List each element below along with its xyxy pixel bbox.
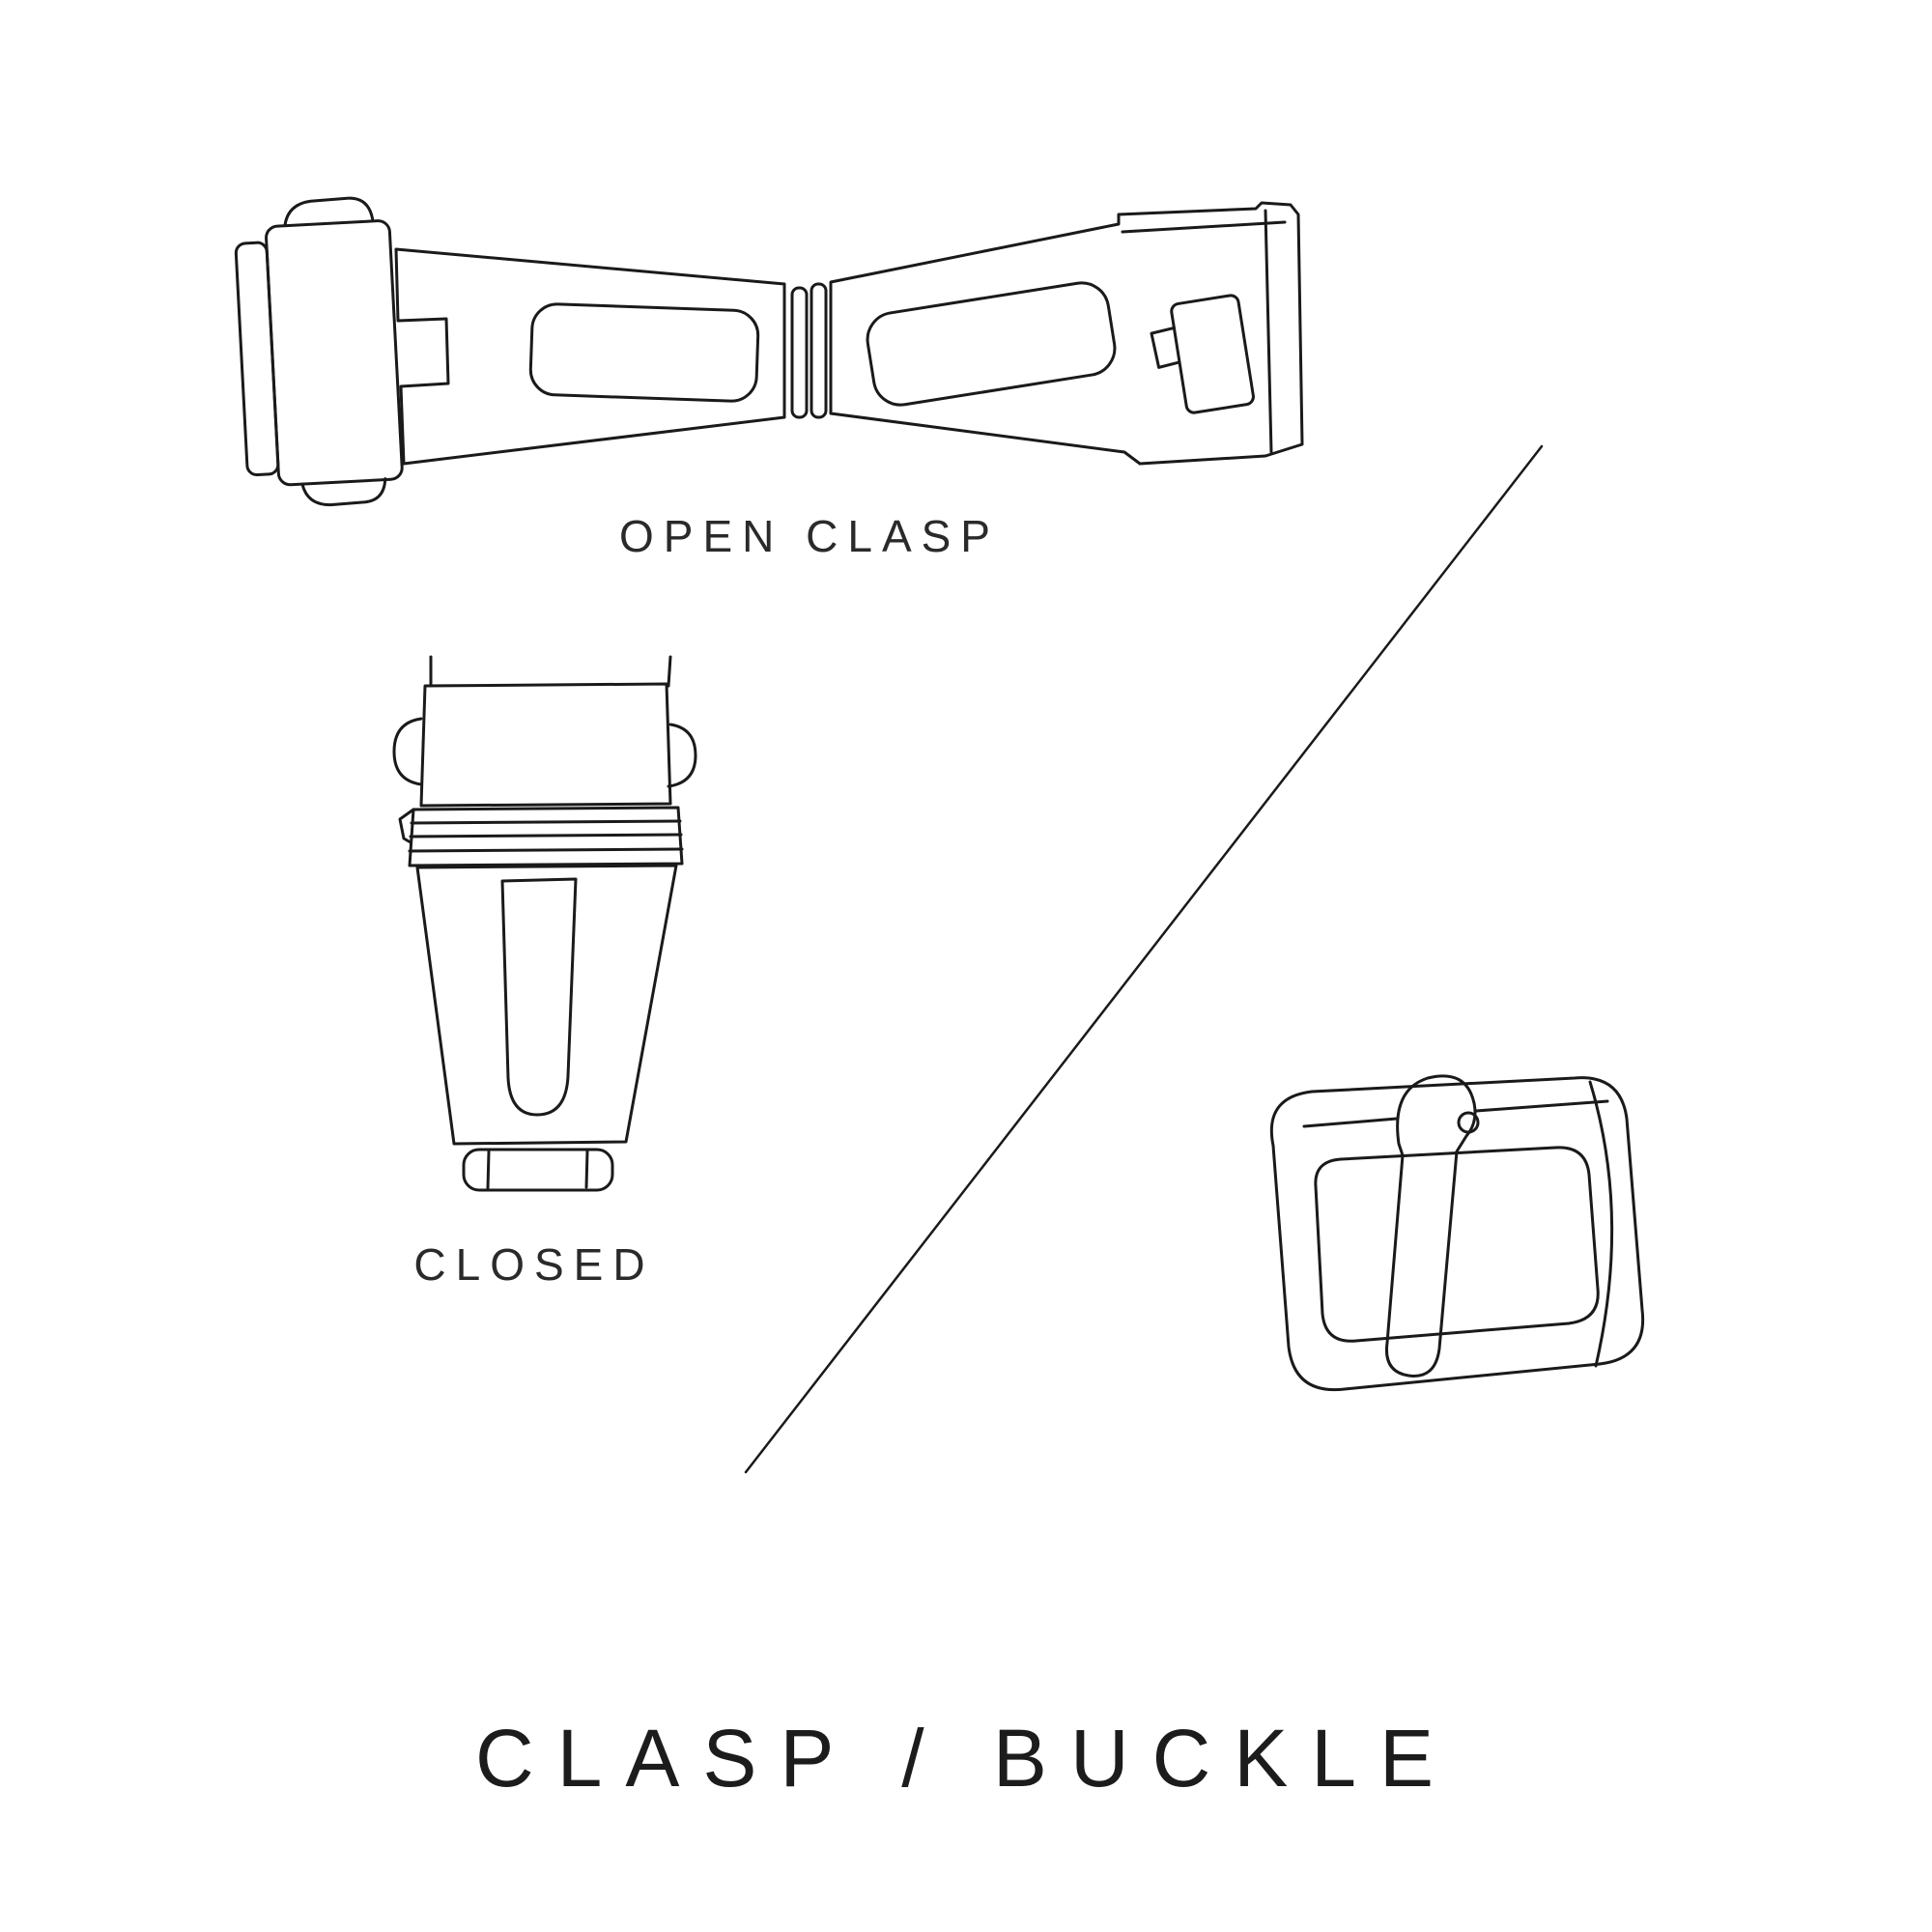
open-clasp-label: OPEN CLASP bbox=[619, 511, 1000, 561]
divider-line bbox=[744, 444, 1544, 1474]
open-clasp-illustration bbox=[234, 196, 1304, 507]
closed-clasp-foot bbox=[462, 1148, 614, 1192]
closed-clasp-band-line bbox=[408, 847, 684, 853]
open-clasp-keeper bbox=[1150, 294, 1255, 414]
closed-label: CLOSED bbox=[413, 1239, 655, 1290]
buckle-right-band-curve bbox=[1588, 1080, 1614, 1368]
clasp-hinge-bar bbox=[810, 282, 828, 419]
buckle-frame-outer bbox=[1269, 1076, 1645, 1392]
closed-clasp-foot-tick bbox=[584, 1149, 589, 1189]
closed-clasp-illustration bbox=[392, 655, 697, 1192]
tang-buckle-illustration bbox=[1269, 1074, 1645, 1392]
buckle-spring-bar bbox=[1474, 1099, 1609, 1113]
closed-clasp-right-ear bbox=[667, 723, 697, 788]
open-clasp-right-inner-outline bbox=[866, 281, 1117, 407]
closed-clasp-band-line bbox=[409, 833, 683, 838]
closed-clasp-band bbox=[408, 806, 684, 867]
closed-clasp-cover bbox=[419, 682, 672, 808]
closed-clasp-band-line bbox=[410, 819, 682, 825]
closed-clasp-slot bbox=[500, 877, 578, 1117]
buckle-tang bbox=[1384, 1074, 1477, 1378]
buckle-spring-bar bbox=[1302, 1117, 1399, 1128]
closed-clasp-body bbox=[415, 864, 678, 1146]
open-clasp-right-end-bar bbox=[1264, 209, 1273, 454]
open-clasp-right-blade bbox=[829, 201, 1304, 466]
closed-clasp-foot-tick bbox=[486, 1150, 491, 1190]
open-clasp-end-link bbox=[234, 196, 404, 507]
open-clasp-left-inner-outline bbox=[528, 302, 760, 403]
closed-clasp-tab bbox=[667, 655, 672, 688]
page-title: CLASP / BUCKLE bbox=[474, 1713, 1458, 1804]
closed-clasp-left-ear bbox=[392, 717, 423, 786]
open-clasp-left-blade bbox=[394, 247, 786, 466]
buckle-frame-inner bbox=[1314, 1146, 1600, 1343]
open-clasp-right-step-line bbox=[1121, 220, 1287, 234]
closed-clasp-fold-mark bbox=[398, 808, 415, 844]
clasp-hinge-bar bbox=[790, 286, 809, 419]
